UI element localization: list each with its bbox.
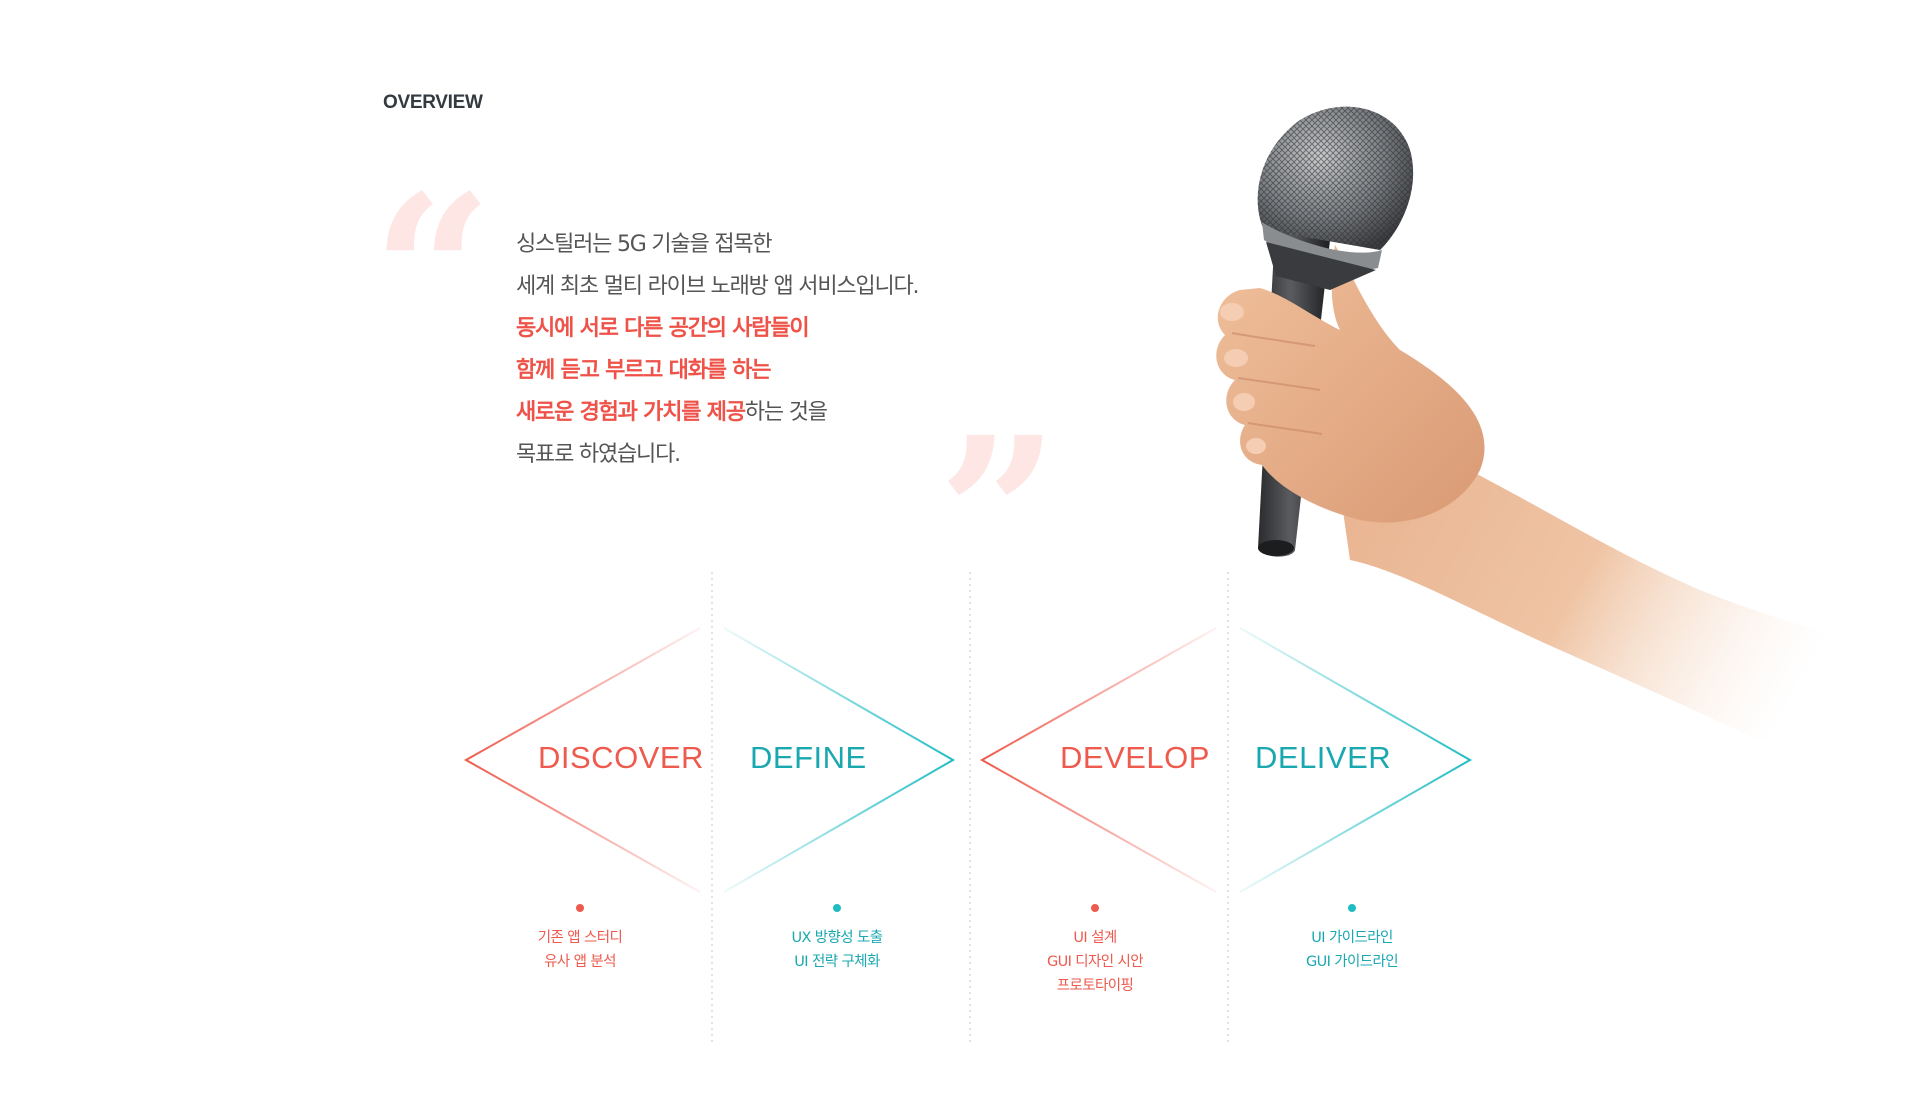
phase-desc-item: UX 방향성 도출: [791, 930, 883, 946]
quote-line-highlight: 동시에 서로 다른 공간의 사람들이: [516, 316, 810, 341]
close-quote-icon: ”: [938, 391, 1059, 638]
phase-label-discover: DISCOVER: [538, 740, 704, 775]
phase-label-deliver: DELIVER: [1255, 740, 1392, 775]
deliver-shape: [1239, 627, 1473, 893]
discover-dot: [576, 904, 584, 912]
quote-line-2: 세계 최초 멀티 라이브 노래방 앱 서비스입니다.: [516, 266, 1076, 308]
quote-line-1: 싱스틸러는 5G 기술을 접목한: [516, 224, 1076, 266]
phase-desc-item: UI 가이드라인: [1311, 930, 1393, 946]
quote-line-3: 동시에 서로 다른 공간의 사람들이: [516, 308, 1076, 350]
hero-image: [1180, 90, 1880, 770]
quote-line-text: 세계 최초 멀티 라이브 노래방 앱 서비스입니다.: [516, 274, 920, 299]
phase-desc-item: UI 설계: [1073, 930, 1117, 946]
quote-line-text: 싱스틸러는 5G 기술을 접목한: [516, 232, 773, 257]
quote-line-text: 하는 것을: [744, 400, 828, 425]
define-shape: [723, 627, 956, 893]
section-label-overview: OVERVIEW: [383, 92, 483, 113]
define-dot: [833, 904, 841, 912]
deliver-dot: [1348, 904, 1356, 912]
overview-quote: 싱스틸러는 5G 기술을 접목한 세계 최초 멀티 라이브 노래방 앱 서비스입…: [516, 224, 1076, 476]
phase-desc-define: UX 방향성 도출 UI 전략 구체화: [727, 926, 947, 974]
quote-line-highlight: 새로운 경험과 가치를 제공: [516, 400, 746, 425]
phase-desc-item: 기존 앱 스터디: [537, 930, 623, 946]
phase-desc-item: GUI 가이드라인: [1305, 954, 1399, 970]
develop-shape: [979, 627, 1217, 893]
quote-line-6: 목표로 하였습니다.: [516, 434, 1076, 476]
open-quote-icon: “: [372, 149, 493, 396]
phase-desc-discover: 기존 앱 스터디 유사 앱 분석: [470, 926, 690, 974]
phase-desc-item: GUI 디자인 시안: [1046, 954, 1144, 970]
phase-label-define: DEFINE: [750, 740, 867, 775]
phase-desc-develop: UI 설계 GUI 디자인 시안 프로토타이핑: [985, 926, 1205, 998]
quote-line-text: 목표로 하였습니다.: [516, 442, 681, 467]
quote-line-highlight: 함께 듣고 부르고 대화를 하는: [516, 358, 772, 383]
phase-desc-item: 프로토타이핑: [1056, 978, 1134, 994]
quote-line-5: 새로운 경험과 가치를 제공하는 것을: [516, 392, 1076, 434]
phase-desc-deliver: UI 가이드라인 GUI 가이드라인: [1242, 926, 1462, 974]
quote-line-4: 함께 듣고 부르고 대화를 하는: [516, 350, 1076, 392]
phase-desc-item: UI 전략 구체화: [794, 954, 880, 970]
microphone-hand-icon: [1216, 106, 1880, 770]
phase-desc-item: 유사 앱 분석: [544, 954, 616, 970]
phase-label-develop: DEVELOP: [1060, 740, 1210, 775]
discover-shape: [463, 627, 701, 893]
develop-dot: [1091, 904, 1099, 912]
